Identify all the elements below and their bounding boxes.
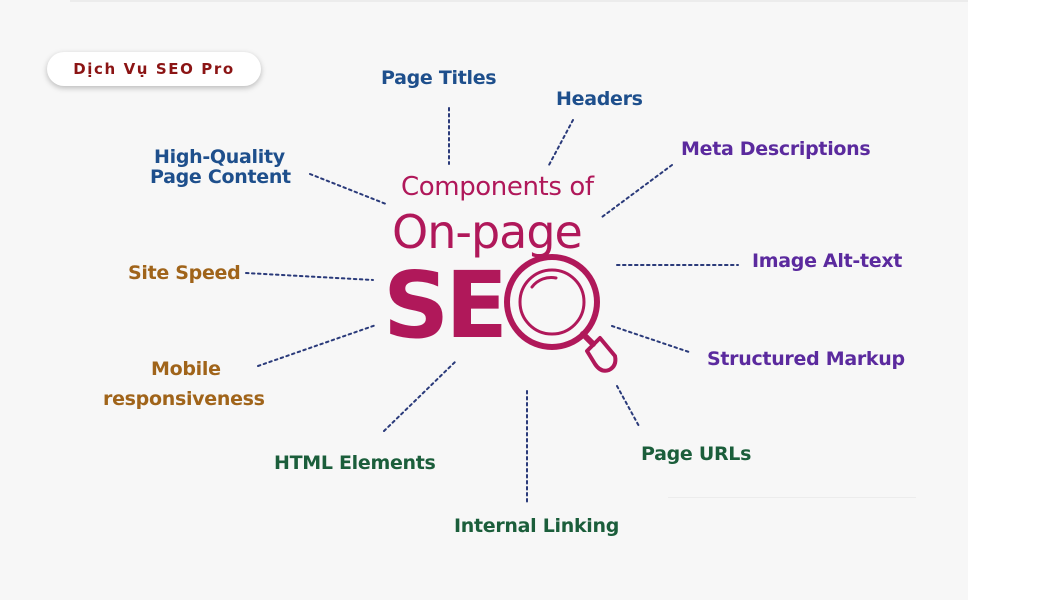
label-mobile-line1: Mobile [151, 358, 221, 380]
panel-top-border [70, 0, 968, 2]
label-html-elements: HTML Elements [274, 452, 436, 474]
label-meta-descriptions: Meta Descriptions [681, 138, 871, 160]
brand-badge-text: Dịch Vụ SEO Pro [73, 60, 235, 78]
center-title-seo: SEO [383, 252, 503, 359]
label-high-quality-line1: High-Quality [154, 146, 285, 168]
connector-headers [548, 119, 574, 166]
magnifying-glass-icon [504, 254, 618, 373]
label-mobile-line2: responsiveness [103, 388, 265, 410]
connector-page-urls [616, 385, 641, 429]
label-structured-markup: Structured Markup [707, 348, 905, 370]
label-headers: Headers [556, 88, 643, 110]
label-page-urls: Page URLs [641, 443, 752, 465]
label-internal-linking: Internal Linking [454, 515, 620, 537]
brand-badge: Dịch Vụ SEO Pro [47, 52, 261, 86]
panel-bottom-divider [668, 497, 916, 498]
label-page-titles: Page Titles [381, 67, 497, 89]
diagram-panel [0, 0, 968, 600]
connector-meta-descriptions [601, 164, 673, 218]
connector-mobile [257, 324, 377, 367]
connector-html-elements [383, 361, 456, 432]
label-site-speed: Site Speed [128, 262, 241, 284]
connector-site-speed [245, 272, 374, 281]
connector-structured-markup [611, 325, 690, 353]
label-high-quality-line2: Page Content [150, 166, 291, 188]
connector-high-quality [309, 173, 387, 205]
center-title-line2: On-page [392, 205, 583, 259]
center-title-line1: Components of [401, 172, 594, 202]
label-image-alt-text: Image Alt-text [752, 250, 903, 272]
